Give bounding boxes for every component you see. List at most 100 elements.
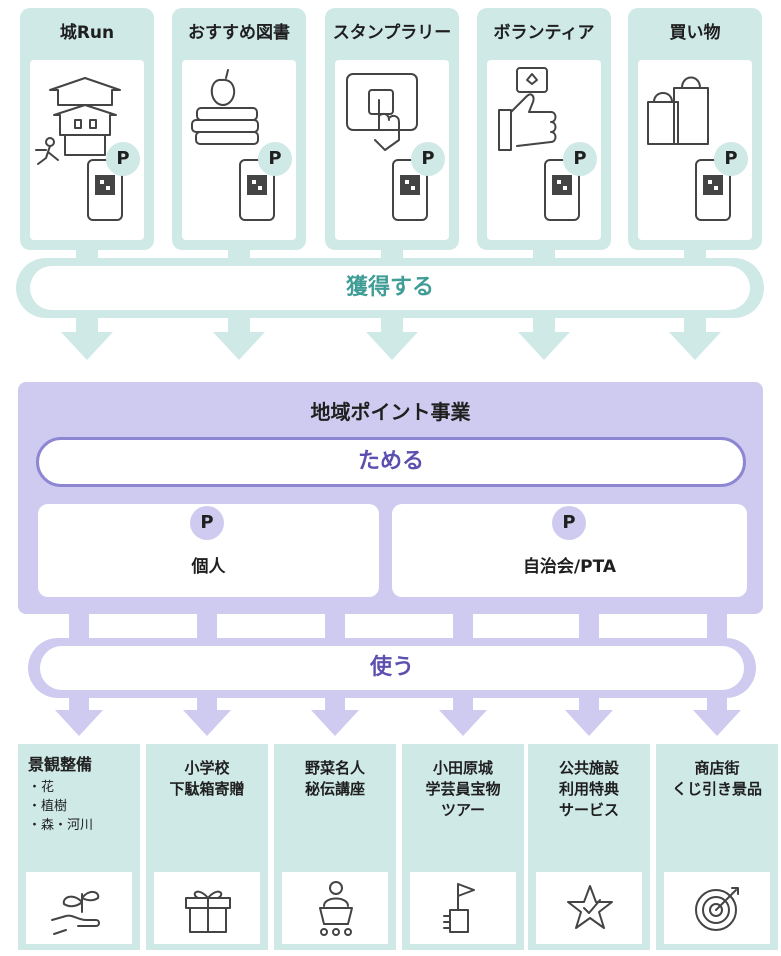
source-card-title: 城Run (59, 23, 115, 43)
phone-qr-icon (239, 159, 275, 221)
use-card: 景観整備・花・植樹・森・河川 (18, 744, 140, 950)
lecturer-icon (319, 881, 353, 936)
thumbs-up-icon (498, 67, 580, 221)
castle-runner-icon (35, 77, 123, 221)
use-label: 使う (369, 655, 414, 680)
use-card-illustration (26, 872, 132, 944)
star-check-icon (567, 885, 613, 929)
source-card: スタンプラリー P (325, 8, 459, 250)
gift-box-icon (185, 890, 231, 933)
earn-arrows (61, 318, 721, 360)
save-label: ためる (357, 449, 424, 474)
source-card-title: スタンプラリー (332, 23, 452, 43)
down-arrow (55, 698, 103, 736)
bullet-item: ・植樹 (28, 797, 93, 816)
use-card-title: 景観整備 (28, 755, 93, 774)
connector-stub (684, 250, 706, 260)
use-card-illustration (410, 872, 516, 944)
down-arrow (565, 698, 613, 736)
use-card-title: 公共施設 利用特典 サービス (558, 759, 619, 819)
use-card: 公共施設 利用特典 サービス (528, 744, 650, 950)
use-card-illustration (154, 872, 260, 944)
source-card-illustration: P (30, 60, 144, 240)
use-arrows (55, 698, 741, 736)
bullet-text: 植樹 (41, 799, 68, 814)
point-badge: P (258, 142, 292, 176)
use-card: 小田原城 学芸員宝物 ツアー (402, 744, 524, 950)
connector-stub (533, 250, 555, 260)
down-arrow (693, 698, 741, 736)
phone-qr-icon (392, 159, 428, 221)
source-card: 買い物 P (628, 8, 762, 250)
use-card-title: 小学校 下駄箱寄贈 (169, 759, 245, 798)
account-individual: P 個人 (38, 504, 379, 597)
down-arrow (183, 698, 231, 736)
down-arrow (311, 698, 359, 736)
bullet-item: ・花 (28, 778, 93, 797)
down-arrow (213, 318, 265, 360)
point-badge: P (714, 142, 748, 176)
books-apple-icon (191, 69, 275, 221)
source-card: ボランティア P (477, 8, 611, 250)
connector-stub (453, 614, 473, 640)
connector-stub (381, 250, 403, 260)
connector-stub (228, 250, 250, 260)
use-card: 商店街 くじ引き景品 (656, 744, 778, 950)
source-card-title: 買い物 (669, 23, 721, 43)
bullet-text: 花 (41, 780, 55, 795)
source-card-illustration: P (182, 60, 296, 240)
connector-stub (69, 614, 89, 640)
source-card-title: おすすめ図書 (188, 23, 290, 43)
account-community: P 自治会/PTA (392, 504, 747, 597)
save-pill: ためる (36, 437, 746, 487)
source-card: おすすめ図書 P (172, 8, 306, 250)
connector-stub (707, 614, 727, 640)
source-card-illustration: P (638, 60, 752, 240)
down-arrow (669, 318, 721, 360)
source-card-illustration: P (335, 60, 449, 240)
bullet-dot: ・ (28, 818, 42, 833)
down-arrow (366, 318, 418, 360)
point-badge: P (106, 142, 140, 176)
bullet-text: 森・河川 (41, 818, 94, 833)
source-card-illustration: P (487, 60, 601, 240)
use-card-title: 野菜名人 秘伝講座 (304, 759, 365, 798)
earn-label: 獲得する (345, 275, 434, 300)
program-title: 地域ポイント事業 (310, 400, 471, 424)
point-badge: P (552, 506, 586, 540)
earn-pill: 獲得する (30, 266, 750, 310)
point-badge: P (563, 142, 597, 176)
flag-hand-icon (443, 883, 475, 933)
source-card-title: ボランティア (493, 23, 595, 43)
connector-stub (76, 250, 98, 260)
use-card-title: 小田原城 学芸員宝物 ツアー (425, 759, 501, 819)
down-arrow (439, 698, 487, 736)
tablet-tap-icon (346, 73, 428, 221)
plant-hand-icon (51, 891, 100, 935)
use-card: 野菜名人 秘伝講座 (274, 744, 396, 950)
use-card-illustration (282, 872, 388, 944)
use-pill: 使う (40, 646, 744, 690)
use-card-title: 商店街 くじ引き景品 (671, 759, 762, 798)
down-arrow (61, 318, 113, 360)
phone-qr-icon (87, 159, 123, 221)
down-arrow (518, 318, 570, 360)
use-card-illustration (536, 872, 642, 944)
bullet-dot: ・ (28, 799, 42, 814)
connector-stub (579, 614, 599, 640)
use-card-bullets: ・花・植樹・森・河川 (28, 778, 93, 835)
use-card: 小学校 下駄箱寄贈 (146, 744, 268, 950)
phone-qr-icon (695, 159, 731, 221)
phone-qr-icon (544, 159, 580, 221)
target-icon (695, 887, 739, 931)
point-badge: P (190, 506, 224, 540)
account-label: 自治会/PTA (522, 557, 617, 577)
point-badge: P (411, 142, 445, 176)
bullet-item: ・森・河川 (28, 816, 93, 835)
connector-stub (325, 614, 345, 640)
use-card-illustration (664, 872, 770, 944)
connector-stub (197, 614, 217, 640)
shopping-bags-icon (647, 76, 731, 221)
account-label: 個人 (191, 557, 226, 577)
